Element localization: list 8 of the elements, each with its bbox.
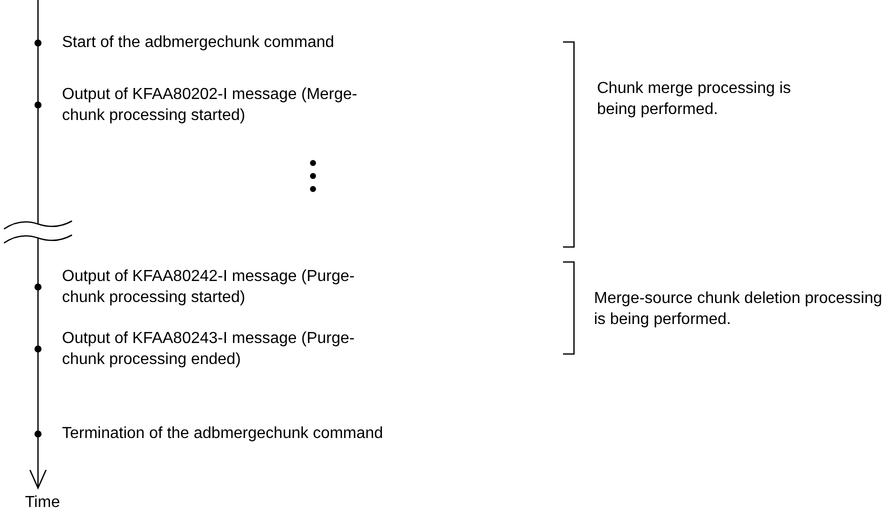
bracket-note: Merge-source chunk deletion processing is being performed. bbox=[594, 289, 884, 330]
event-label: Output of KFAA80202-I message (Merge-chunk processing started) bbox=[62, 85, 358, 126]
event-label: Output of KFAA80242-I message (Purge-chunk processing started) bbox=[62, 267, 356, 308]
axis-label: Time bbox=[25, 493, 61, 513]
event-label: Termination of the adbmergechunk command bbox=[62, 424, 384, 444]
bracket-note: Chunk merge processing is being performed. bbox=[597, 79, 792, 120]
event-label: Output of KFAA80243-I message (Purge-chunk processing ended) bbox=[62, 329, 356, 370]
event-label: Start of the adbmergechunk command bbox=[62, 33, 336, 53]
